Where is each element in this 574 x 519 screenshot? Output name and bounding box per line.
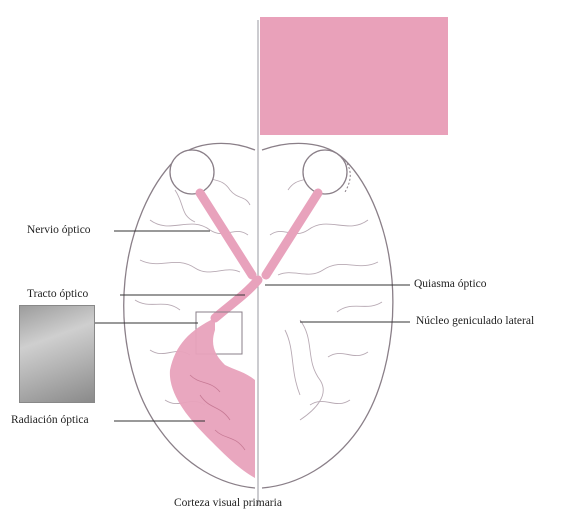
- label-optic-chiasm: Quiasma óptico: [414, 278, 487, 291]
- right-hemisphere-outline: [262, 143, 393, 488]
- right-eye: [303, 150, 347, 194]
- right-sulci: [270, 170, 382, 420]
- label-primary-visual-cortex: Corteza visual primaria: [174, 497, 282, 510]
- left-eye: [170, 150, 214, 194]
- brain-slice-photo: [19, 305, 95, 403]
- label-optic-nerve: Nervio óptico: [27, 224, 91, 237]
- visual-field-rect: [260, 17, 448, 135]
- label-optic-radiation: Radiación óptica: [11, 414, 89, 427]
- left-optic-nerve: [200, 193, 252, 275]
- right-optic-nerve: [266, 193, 318, 275]
- label-lateral-geniculate: Núcleo geniculado lateral: [416, 315, 534, 328]
- label-optic-tract: Tracto óptico: [27, 288, 88, 301]
